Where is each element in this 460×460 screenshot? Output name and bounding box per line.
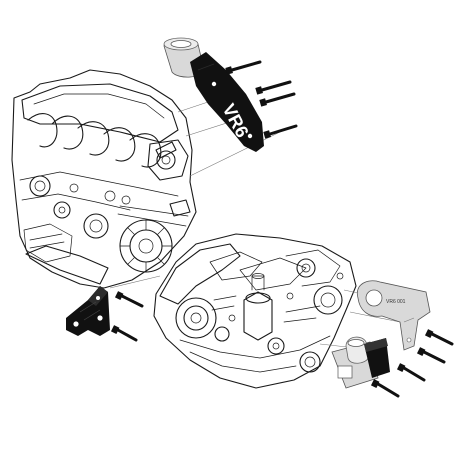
rear-bracket-engraving: VR6 001 [386,299,406,305]
rear-mount-bushing [331,336,390,389]
lower-mounting-bolts [110,291,144,342]
transmission [153,233,357,389]
bolt-upper-1 [225,60,262,75]
bolt-lower-2 [110,325,138,342]
lower-front-mount-bracket [66,286,110,336]
bolt-lower-1 [114,291,144,308]
bolt-upper-4 [263,124,298,139]
bolt-upper-3 [259,92,296,107]
bolt-upper-2 [255,80,292,95]
engine-block [11,69,197,289]
rear-transmission-mount-bracket: VR6 001 [356,280,431,351]
bolt-rear-1 [424,329,454,346]
upper-mounting-bolts [225,60,298,139]
bolt-rear-3 [396,363,426,382]
rear-mounting-bolts [370,329,454,398]
bolt-rear-2 [416,347,446,364]
bolt-rear-4 [370,379,400,398]
